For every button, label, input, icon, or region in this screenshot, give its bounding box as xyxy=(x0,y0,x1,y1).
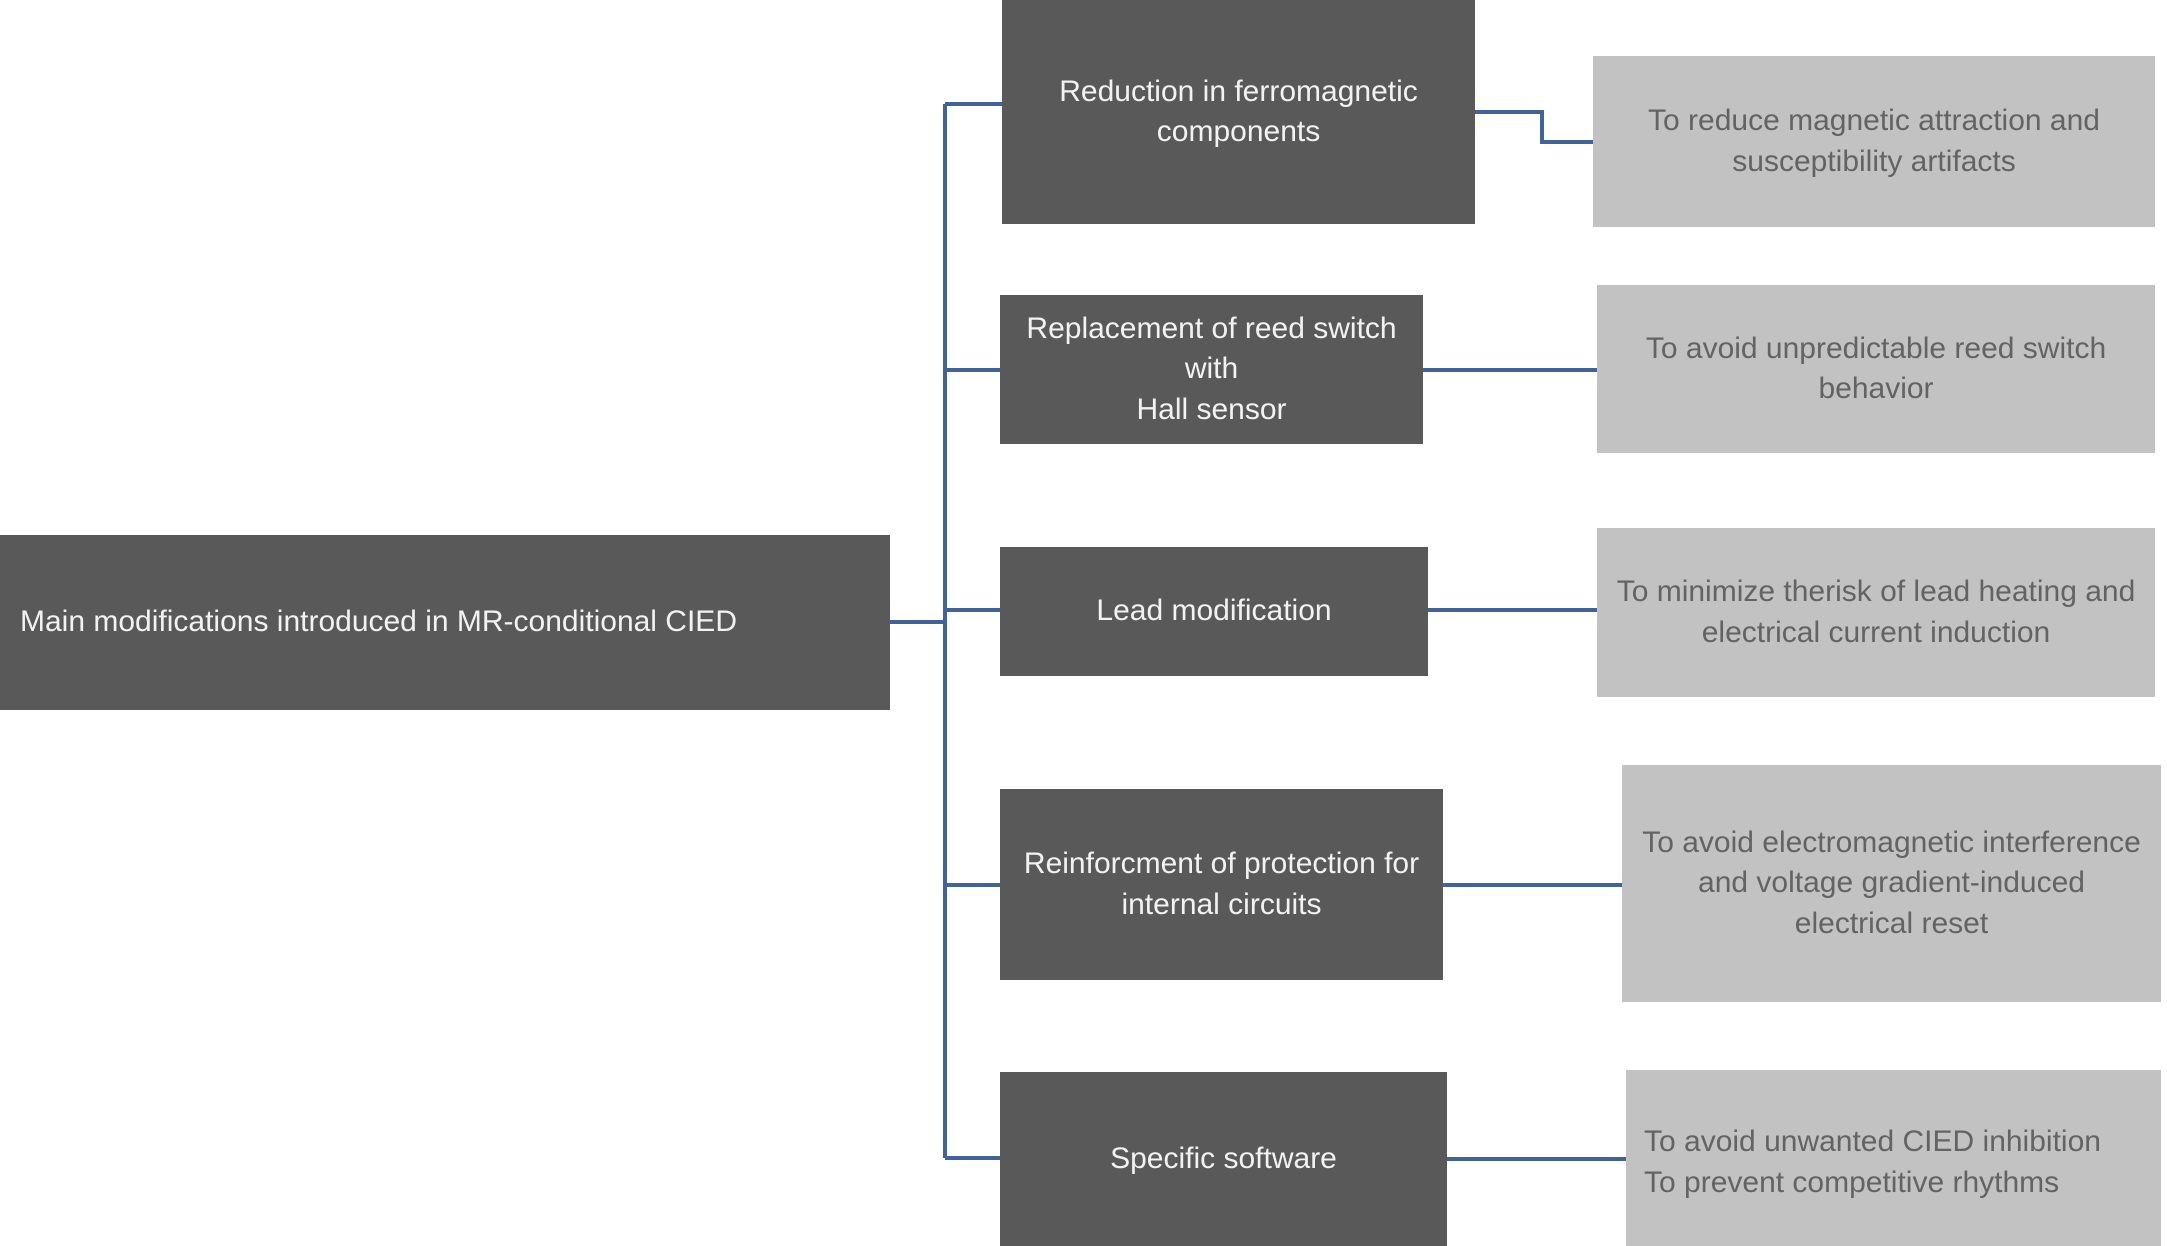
connector-branch-1 xyxy=(1475,110,1593,144)
node-purpose-3: To minimize therisk of lead heating and … xyxy=(1597,528,2155,697)
node-purpose-2: To avoid unpredictable reed switch behav… xyxy=(1597,285,2155,453)
node-modification-1: Reduction in ferromagnetic components xyxy=(1002,0,1475,224)
node-purpose-5: To avoid unwanted CIED inhibition To pre… xyxy=(1626,1070,2161,1246)
node-modification-5: Specific software xyxy=(1000,1072,1447,1246)
node-modification-2: Replacement of reed switch with Hall sen… xyxy=(1000,295,1423,444)
node-modification-3: Lead modification xyxy=(1000,547,1428,676)
node-root: Main modifications introduced in MR-cond… xyxy=(0,535,890,710)
node-modification-4: Reinforcment of protection for internal … xyxy=(1000,789,1443,980)
node-purpose-4: To avoid electromagnetic interference an… xyxy=(1622,765,2161,1002)
node-purpose-1: To reduce magnetic attraction and suscep… xyxy=(1593,56,2155,227)
